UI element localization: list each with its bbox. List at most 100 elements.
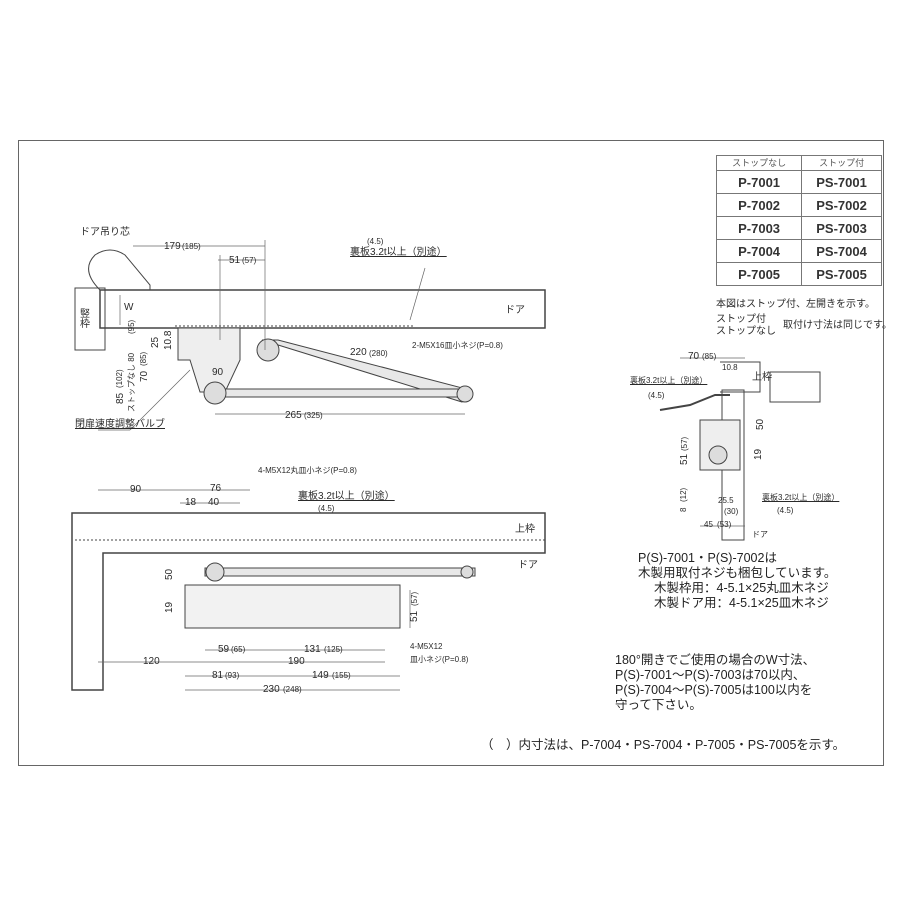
same-dims-note: 取付け寸法は同じです。 (783, 320, 892, 331)
note-line: P(S)-7004～P(S)-7005は100以内を (615, 683, 813, 697)
dim-131: 131 (304, 644, 321, 655)
dim-80: ストップなし 80 (127, 352, 136, 412)
dim-10-8: 10.8 (722, 363, 738, 372)
dim-95: (95) (127, 319, 136, 334)
plate-thickness: (4.5) (318, 504, 335, 513)
dim-50: 50 (755, 418, 766, 430)
head-frame-label: 上枠 (515, 524, 535, 535)
model-cell: P-7005 (715, 262, 803, 286)
figure-note: 本図はストップ付、左開きを示す。 (716, 299, 875, 310)
closer-body (177, 327, 241, 393)
dim-81: 81 (212, 670, 224, 681)
screw2-label: 4-M5X12 (410, 642, 443, 651)
shoe-bracket (456, 385, 474, 403)
dim-57: (57) (680, 436, 689, 451)
dim-70: 70 (139, 370, 150, 382)
dim-102: (102) (115, 369, 124, 388)
stop-with-label: ストップ付 (716, 314, 766, 325)
dim-12: (12) (679, 487, 688, 502)
dim-149: 149 (312, 670, 329, 681)
model-cell: P-7003 (715, 216, 803, 240)
drawing-frame (18, 140, 884, 766)
dim-120: 120 (143, 656, 160, 667)
dim-51: 51 (229, 255, 241, 266)
dim-51: 51 (409, 610, 420, 622)
note-line: P(S)-7001～P(S)-7003は70以内、 (615, 668, 806, 682)
note-line: 木製用取付ネジも梱包しています。 (638, 566, 837, 580)
dim-19: 19 (164, 601, 175, 613)
note-line: 木製ドア用：4-5.1×25皿木ネジ (654, 596, 829, 610)
screw2-type: 皿小ネジ(P=0.8) (410, 655, 469, 664)
dim-90: 90 (212, 367, 224, 378)
dim-40: 40 (208, 497, 220, 508)
back-plate-label: 裏板3.2t以上（別途） (350, 247, 447, 258)
model-cell: PS-7004 (801, 239, 882, 263)
note-line: P(S)-7001・P(S)-7002は (638, 551, 777, 565)
plate-thickness: (4.5) (648, 391, 665, 400)
jamb-frame (74, 287, 106, 351)
arm-bottom (204, 567, 476, 577)
dim-248: (248) (283, 685, 302, 694)
arm-section (659, 394, 730, 411)
wood-screw-note: P(S)-7001・P(S)-7002は 木製用取付ネジも梱包しています。 木製… (638, 551, 836, 611)
dim-45: 45 (704, 520, 713, 529)
valve-label: 閉扉速度調整バルブ (75, 419, 165, 430)
dim-265: 265 (285, 410, 302, 421)
dim-50: 50 (164, 568, 175, 580)
header-with-stop: ストップ付 (801, 155, 882, 171)
closer-body-bottom (184, 584, 401, 629)
model-cell: PS-7003 (801, 216, 882, 240)
dim-85: (85) (702, 352, 717, 361)
dim-53: (53) (717, 520, 732, 529)
dim-220: 220 (350, 347, 367, 358)
parenthesis-note: （ ）内寸法は、P-7004・PS-7004・P-7005・PS-7005を示す… (481, 738, 846, 752)
spindle (256, 338, 280, 362)
screw-label: 4-M5X12丸皿小ネジ(P=0.8) (258, 466, 357, 475)
dim-125: (125) (324, 645, 343, 654)
door-label: ドア (518, 560, 538, 571)
door-label: ドア (752, 530, 768, 539)
dim-30: (30) (724, 507, 739, 516)
dim-93: (93) (225, 671, 240, 680)
door-leaf-top (99, 289, 546, 329)
dim-25: 25 (150, 336, 161, 348)
stop-without-label: ストップなし (716, 326, 776, 337)
header-no-stop: ストップなし (715, 155, 803, 171)
dim-230: 230 (263, 684, 280, 695)
model-cell: PS-7005 (801, 262, 882, 286)
dim-57: (57) (242, 256, 257, 265)
note-line: 木製枠用：4-5.1×25丸皿木ネジ (654, 581, 829, 595)
dim-10-8: 10.8 (163, 330, 174, 350)
frame-section (769, 371, 821, 403)
dim-57: (57) (410, 591, 419, 606)
jamb-label: 竪枠 (80, 309, 90, 330)
dim-76: 76 (210, 483, 222, 494)
back-plate-label-2: 裏板3.2t以上（別途） (762, 493, 840, 502)
model-cell: PS-7002 (801, 193, 882, 217)
dim-19: 19 (753, 448, 764, 460)
note-line: 守って下さい。 (615, 698, 702, 712)
dim-8: 8 (679, 507, 688, 512)
dim-65: (65) (231, 645, 246, 654)
screw-label: 2-M5X16皿小ネジ(P=0.8) (412, 341, 503, 350)
dim-59: 59 (218, 644, 230, 655)
model-cell: P-7004 (715, 239, 803, 263)
model-cell: P-7001 (715, 170, 803, 194)
plate-thickness: (4.5) (367, 237, 384, 246)
model-cell: P-7002 (715, 193, 803, 217)
head-section (720, 361, 761, 393)
head-frame-label: 上枠 (752, 372, 772, 383)
door-label: ドア (505, 305, 525, 316)
dim-185: (185) (182, 242, 201, 251)
dim-190: 190 (288, 656, 305, 667)
note-line: 180°開きでご使用の場合のW寸法、 (615, 653, 816, 667)
dim-25-5: 25.5 (718, 496, 734, 505)
top-view-drawing (74, 240, 546, 431)
forearm-rod (224, 388, 466, 398)
dim-18: 18 (185, 497, 197, 508)
